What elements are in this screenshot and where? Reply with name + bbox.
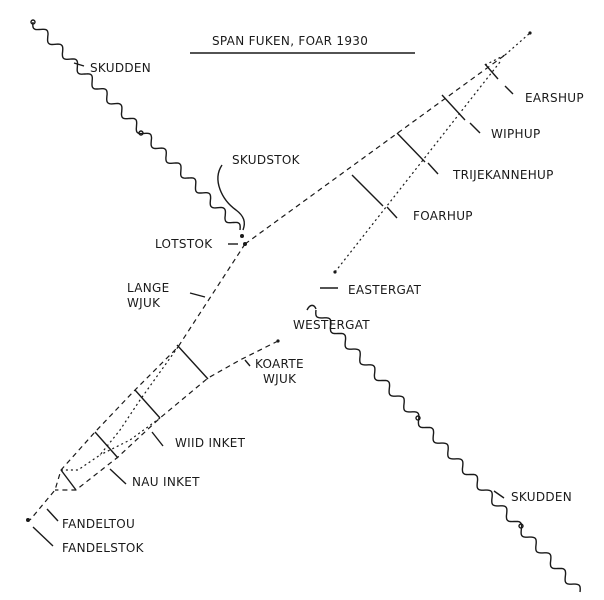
westergat-hook [306,304,317,311]
hoop [60,469,77,491]
label-skudden-top: SKUDDEN [90,61,151,75]
leader-ticks [32,62,514,547]
skudstok-pointer [217,164,245,231]
inket-inner-line [99,417,161,456]
label-wiid-inket: WIID INKET [175,436,246,450]
stake-marker [30,19,36,25]
label-westergat: WESTERGAT [293,318,370,332]
koarte-wjuk-end [276,339,280,343]
label-lange: LANGE [127,281,170,295]
hoop [134,389,161,419]
label-eastergat: EASTERGAT [348,283,422,297]
eastergat-point [333,270,337,274]
fandelstok-point [26,518,30,522]
skudden-line-bottom [315,309,581,593]
net-end-line [504,32,531,56]
koarte-wjuk-line [55,340,279,491]
label-koarte: KOARTE [255,357,304,371]
label-lotstok: LOTSTOK [155,237,213,251]
hoop [94,431,119,459]
label-nau-inket: NAU INKET [132,475,200,489]
label-fandeltou: FANDELTOU [62,517,135,531]
earshup-hoop [484,63,499,80]
wiphup-hoop [441,94,466,121]
net-lower-edge [334,61,501,273]
stake-marker [518,523,524,529]
label-fandelstok: FANDELSTOK [62,541,145,555]
label-skudden-bottom: SKUDDEN [511,490,572,504]
net-tip [484,54,506,66]
hoop [176,344,209,380]
label-lange-wjuk: WJUK [127,296,161,310]
skudden-line-top [32,21,241,231]
end-point [528,31,532,35]
label-earshup: EARSHUP [525,91,584,105]
foarhup-hoop [351,174,384,207]
label-wiphup: WIPHUP [491,127,540,141]
label-trijekannehup: TRIJEKANNEHUP [452,168,554,182]
diagram-title: SPAN FUKEN, FOAR 1930 [212,34,368,48]
label-koarte-wjuk: WJUK [263,372,297,386]
skudstok-point [240,234,244,238]
trijekannehup-hoop [396,132,426,163]
stake-marker [415,415,421,421]
label-skudstok: SKUDSTOK [232,153,301,167]
stake-marker [138,130,144,136]
label-foarhup: FOARHUP [413,209,473,223]
inket-inner-line [61,346,179,471]
